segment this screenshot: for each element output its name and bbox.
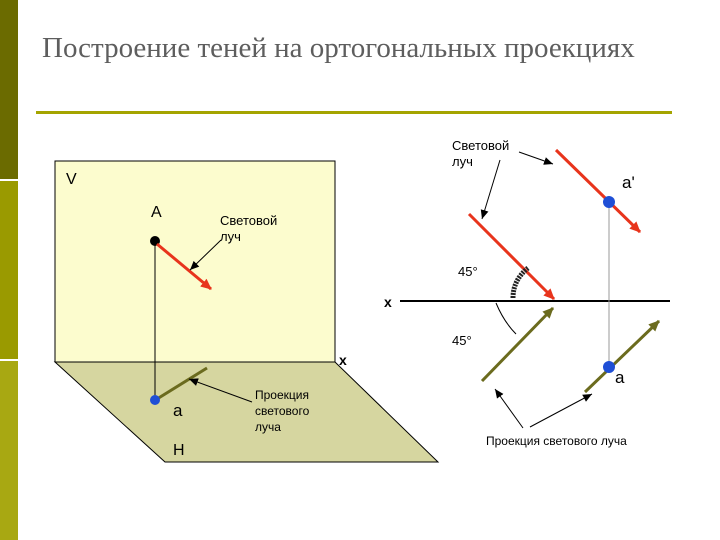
ray-label-pointer-right-2 bbox=[518, 151, 554, 165]
projection-label-right: Проекция светового луча bbox=[486, 434, 627, 448]
axis-x-label-right: x bbox=[384, 294, 392, 310]
angle-arc-top bbox=[510, 266, 530, 299]
plane-v-label: V bbox=[66, 171, 77, 188]
ray-label-right-line1: Световой bbox=[452, 138, 509, 153]
page-title: Построение теней на ортогональных проекц… bbox=[42, 32, 635, 64]
sidebar-segment-dark bbox=[0, 0, 18, 180]
light-ray-right-axis bbox=[467, 212, 556, 301]
point-a-left bbox=[150, 395, 160, 405]
point-a-prime-label: a' bbox=[622, 173, 635, 192]
ray-label-left: Световой луч bbox=[220, 213, 281, 244]
light-ray-right-top bbox=[554, 148, 642, 234]
point-a-label-right: a bbox=[615, 368, 625, 387]
point-a-right bbox=[603, 361, 615, 373]
angle-arc-bottom bbox=[495, 302, 517, 335]
sidebar-decoration bbox=[0, 0, 18, 540]
ray-label-left-line2: луч bbox=[220, 229, 241, 244]
ray-projection-right bbox=[583, 319, 661, 394]
projection-label-left-line2: светового bbox=[255, 404, 310, 418]
title-divider bbox=[36, 111, 672, 114]
sidebar-segment-mid bbox=[0, 180, 18, 360]
point-a-prime bbox=[603, 196, 615, 208]
ray-label-right-line2: луч bbox=[452, 154, 473, 169]
projection-label-left-line3: луча bbox=[255, 420, 281, 434]
sidebar-gap bbox=[0, 359, 18, 361]
plane-h bbox=[53, 361, 440, 463]
ray-label-left-line1: Световой bbox=[220, 213, 277, 228]
projection-label-left: Проекция светового луча bbox=[255, 388, 313, 434]
angle-label-bottom: 45° bbox=[452, 333, 472, 348]
light-ray-left bbox=[156, 242, 212, 291]
ray-projection-left bbox=[156, 366, 208, 401]
ray-label-pointer-left bbox=[189, 239, 222, 271]
plane-h-label: H bbox=[173, 442, 185, 459]
axis-x-label-left: x bbox=[339, 352, 347, 368]
point-a-label-left: a bbox=[173, 401, 183, 420]
projection-label-left-line1: Проекция bbox=[255, 388, 309, 402]
sidebar-segment-light bbox=[0, 360, 18, 540]
plane-v bbox=[54, 160, 336, 363]
ray-projection-right-axis bbox=[480, 306, 555, 383]
projection-pointer-right-2 bbox=[529, 393, 593, 428]
ray-label-pointer-right bbox=[480, 159, 501, 220]
sidebar-gap bbox=[0, 179, 18, 181]
projection-label-pointer-left bbox=[188, 378, 253, 403]
angle-label-top: 45° bbox=[458, 264, 478, 279]
projection-pointer-right-1 bbox=[494, 388, 524, 429]
ray-label-right: Световой луч bbox=[452, 138, 513, 169]
point-A-label: A bbox=[151, 204, 162, 221]
